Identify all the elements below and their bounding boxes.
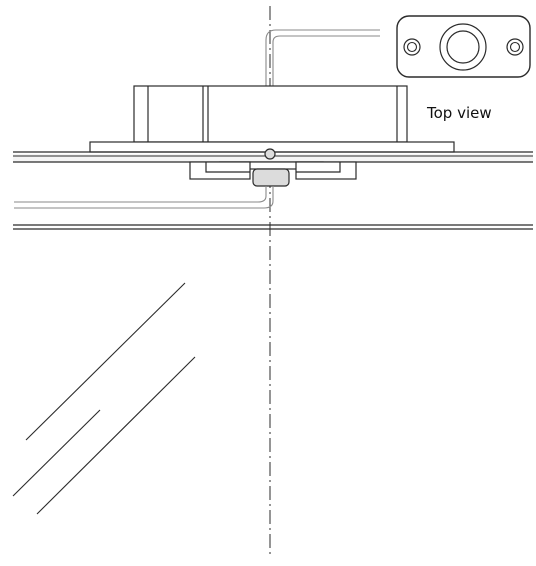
upper-cable: [265, 29, 380, 86]
housing-body: [133, 85, 408, 143]
glass-reflection: [12, 282, 196, 515]
mounting-clamp: [189, 148, 357, 187]
top-view-label: Top view: [427, 104, 492, 122]
top-view-left-hole-inner: [406, 41, 418, 53]
top-view-right-hole-outer: [506, 38, 524, 56]
lower-cable: [14, 186, 274, 209]
clamp-left-inner: [205, 162, 250, 173]
top-view-left-hole-outer: [403, 38, 421, 56]
clamp-left-bar: [189, 161, 251, 180]
top-view-right-hole-inner: [509, 41, 521, 53]
top-view-inset: [396, 15, 531, 78]
top-view-center-ring-inner: [446, 30, 480, 64]
clamp-right-bar: [295, 161, 357, 180]
clamp-right-inner: [296, 162, 341, 173]
fixture-housing: [133, 85, 408, 143]
top-view-plate: [396, 15, 531, 78]
glass-panel-edge: [13, 224, 533, 230]
top-view-center-ring-outer: [439, 23, 487, 71]
mounting-nut: [252, 168, 290, 187]
screw-head: [264, 148, 276, 160]
